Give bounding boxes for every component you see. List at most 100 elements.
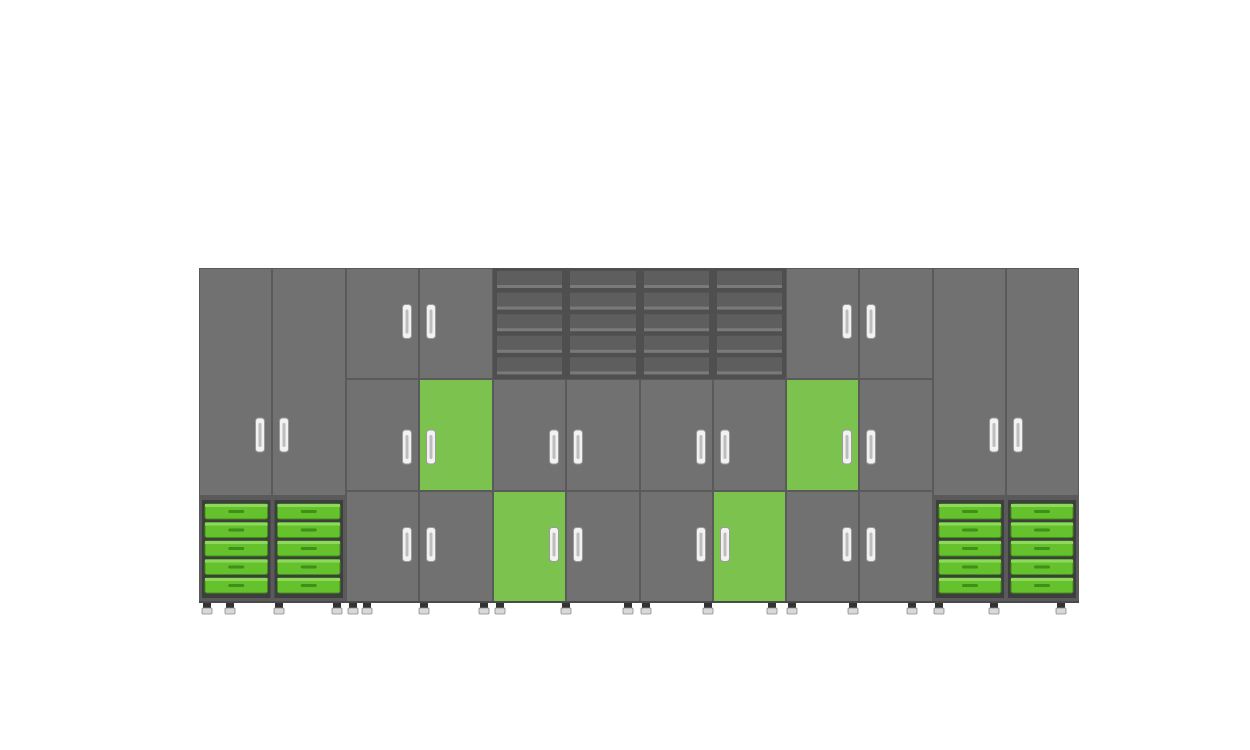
pigeonhole-shelf-edge [497,328,562,332]
tray-icon [1010,540,1074,557]
door-handle-icon [866,304,876,339]
leg-icon [906,602,918,615]
leg-icon [273,602,285,615]
leg-foot [418,607,430,615]
leg-foot [273,607,285,615]
tray-icon [277,522,341,538]
leg-icon [347,602,359,615]
tray-grip [228,565,245,569]
tray-grip [228,584,245,587]
tray-lip [277,504,340,507]
tray-lip [205,504,268,507]
door-handle-icon [989,417,999,453]
handle-grip [869,532,873,557]
plinth-line [199,601,1079,603]
door-handle-icon [549,527,559,562]
pigeonhole [570,314,636,332]
tray-lip [205,578,268,581]
door-handle-icon [842,429,852,465]
pigeonhole [717,271,782,288]
door-handle-icon [866,429,876,465]
tray-lip [1011,541,1073,544]
leg-icon [786,602,798,615]
pigeonhole [717,335,782,353]
leg-foot [1055,607,1067,615]
cabinet-door [272,268,346,496]
leg-icon [622,602,634,615]
tray-grip [962,528,978,532]
pigeonhole [497,314,562,332]
handle-grip [723,532,727,557]
leg-icon [478,602,490,615]
leg-foot [331,607,343,615]
leg-stem [333,602,341,611]
leg-foot [786,607,798,615]
tray-lip [939,578,1001,581]
door-handle-icon [279,417,289,453]
tray-icon [204,540,268,557]
door-handle-icon [696,429,706,465]
pigeonhole [497,271,562,288]
pigeonhole [717,357,782,375]
pigeonhole [497,335,562,353]
tray-icon [1010,577,1074,594]
handle-grip [576,435,580,459]
pigeonhole-shelf-edge [644,285,709,288]
handle-grip [405,532,409,557]
tray-lip [277,578,340,581]
pigeonhole [644,314,709,332]
door-handle-icon [402,429,412,465]
tray-lip [1011,559,1073,563]
tray-lip [939,504,1001,507]
leg-foot [560,607,572,615]
leg-icon [418,602,430,615]
door-handle-icon [426,304,436,339]
leg-icon [201,602,213,615]
tray-grip [962,547,978,550]
tray-grip [1034,510,1050,513]
pigeonhole-shelf-edge [570,349,636,353]
pigeonhole [717,314,782,332]
leg-icon [361,602,373,615]
leg-stem [908,602,916,611]
leg-icon [847,602,859,615]
tray-icon [938,503,1002,520]
tray-grip [300,565,317,569]
tray-lip [277,541,340,544]
cabinet-units [199,268,1079,615]
leg-icon [702,602,714,615]
leg-foot [201,607,213,615]
pigeonhole [644,271,709,288]
leg-stem [420,602,428,611]
handle-grip [845,309,849,334]
leg-stem [349,602,357,611]
pigeonhole [644,335,709,353]
leg-stem [642,602,650,611]
leg-stem [1057,602,1065,611]
tray-icon [277,577,341,594]
tray-lip [939,559,1001,563]
tray-icon [938,540,1002,557]
pigeonhole-shelf-edge [644,349,709,353]
leg-foot [988,607,1000,615]
leg-stem [990,602,998,611]
pigeonhole-shelf-edge [497,285,562,288]
tray-grip [1034,584,1050,587]
tray-icon [277,503,341,520]
door-handle-icon [1013,417,1023,453]
pigeonhole-shelf-edge [717,371,782,375]
leg-stem [480,602,488,611]
pigeonhole [497,357,562,375]
tray-lip [1011,578,1073,581]
pigeonhole [570,292,636,310]
handle-grip [845,435,849,459]
pigeonhole-shelf-edge [497,349,562,353]
handle-grip [552,435,556,459]
leg-foot [224,607,236,615]
door-handle-icon [402,527,412,562]
tray-grip [1034,565,1050,569]
tray-grip [300,584,317,587]
leg-icon [224,602,236,615]
pigeonhole-shelf-edge [644,306,709,310]
